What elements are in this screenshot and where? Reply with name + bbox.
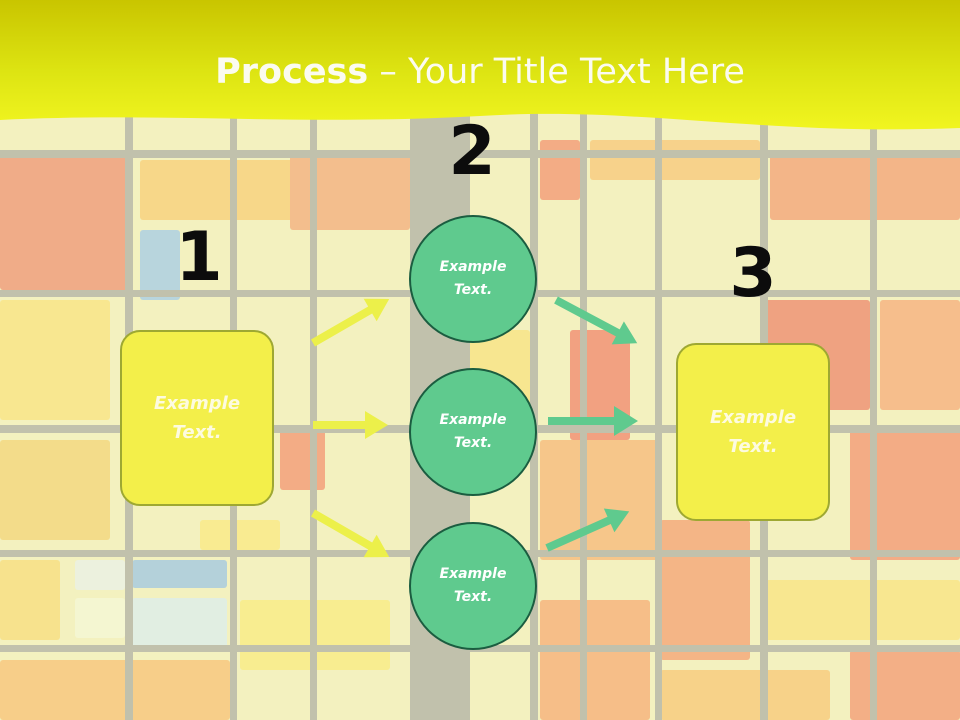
step-2-number: 2 <box>448 112 496 191</box>
step-1-box: Example Text. <box>120 330 274 506</box>
circle-text: Example Text. <box>439 412 507 451</box>
step-1-text: Example Text. <box>153 393 241 443</box>
step-2-circle-bottom: Example Text. <box>409 522 537 650</box>
arrow-right-icon <box>545 508 630 552</box>
arrow-right-icon <box>313 411 388 439</box>
title-rest: – Your Title Text Here <box>368 52 745 92</box>
step-2-circle-top: Example Text. <box>409 215 537 343</box>
step-3-text: Example Text. <box>709 407 797 457</box>
step-3-box: Example Text. <box>676 343 830 521</box>
header-band <box>0 0 960 130</box>
arrow-right-icon <box>548 406 638 436</box>
step-2-circle-middle: Example Text. <box>409 368 537 496</box>
circle-text: Example Text. <box>439 566 507 605</box>
circle-text: Example Text. <box>439 259 507 298</box>
step-3-number: 3 <box>729 234 777 313</box>
arrow-right-icon <box>554 296 638 345</box>
title-bold: Process <box>215 52 369 92</box>
arrow-right-icon <box>311 298 390 347</box>
arrow-right-icon <box>311 509 390 558</box>
slide-title: Process – Your Title Text Here <box>0 52 960 92</box>
step-1-number: 1 <box>175 218 223 297</box>
